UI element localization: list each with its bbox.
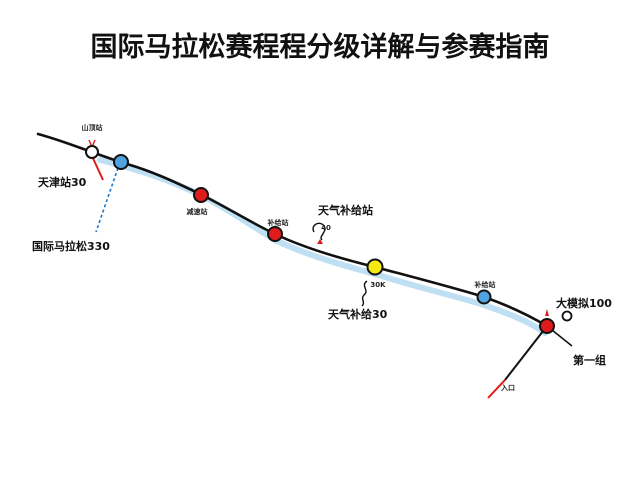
label-cp1: 减速站: [187, 207, 208, 216]
node-blue-2[interactable]: [476, 289, 492, 305]
label-blue-right: 补给站: [474, 280, 496, 289]
start-red-line: [91, 155, 104, 181]
node-red-2[interactable]: [267, 226, 283, 242]
label-left-a: 天津站30: [38, 175, 87, 189]
node-finish[interactable]: [539, 318, 555, 334]
label-left-b: 国际马拉松330: [32, 239, 110, 253]
branch-line: [504, 325, 548, 381]
finish-red-flag-icon: [545, 309, 549, 316]
node-finish-right[interactable]: [561, 310, 573, 322]
label-mid-tag: 30K: [370, 281, 386, 289]
label-first-group: 第一组: [573, 353, 606, 367]
label-weather: 天气补给站: [318, 203, 373, 217]
node-red-1[interactable]: [193, 187, 209, 203]
label-cp2: 补给站: [267, 218, 289, 227]
label-bottom-tag: 入口: [500, 384, 515, 392]
page-title: 国际马拉松赛程程分级详解与参赛指南: [91, 31, 550, 63]
route-line: [36, 132, 549, 328]
node-blue-1[interactable]: [113, 154, 129, 170]
weather-squiggle-icon: [312, 222, 326, 241]
label-weather-tag: 40: [321, 224, 331, 232]
label-mid: 天气补给30: [328, 307, 388, 321]
label-start-top: 山顶站: [82, 123, 103, 132]
weather-red-drop-icon: [317, 239, 323, 244]
label-finish-right: 大模拟100: [556, 296, 612, 310]
node-start[interactable]: [85, 145, 99, 159]
node-yellow[interactable]: [366, 258, 384, 276]
route-shadow: [97, 157, 548, 336]
branch-red-line: [487, 379, 506, 399]
dashed-connector: [95, 167, 119, 233]
mid-squiggle-icon: [361, 280, 368, 307]
